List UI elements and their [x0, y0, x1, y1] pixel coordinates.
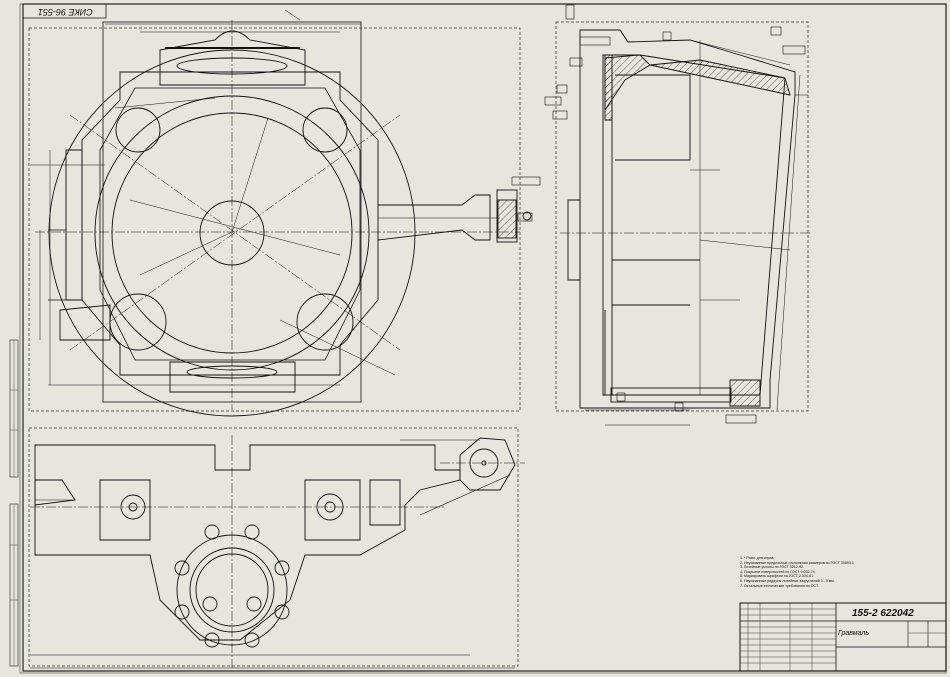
title-block	[739, 602, 947, 672]
document-number: 155-2 622042	[852, 608, 914, 619]
side-section-view	[544, 4, 810, 426]
note-line: 7. Остальные технические требования по О…	[740, 583, 819, 588]
note-line: 1. * Разм. для справ.	[740, 556, 775, 560]
note-line: 4. Покрытие поверхностей по ГОСТ 9.032-7…	[740, 569, 816, 574]
note-line: 2. Неуказанные предельные отклонения раз…	[740, 560, 855, 565]
sheet-frame	[9, 3, 947, 674]
stamp-code-label: СИКЕ 96-551	[38, 7, 93, 17]
note-line: 5. Маркировать шрифтом по ГОСТ 2.304-81.	[740, 574, 815, 579]
technical-notes: 1. * Разм. для справ. 2. Неуказанные пре…	[740, 556, 945, 588]
part-name: Гравмаль	[838, 630, 870, 637]
note-line: 3. Литейные уклоны по ГОСТ 3212-92.	[740, 565, 804, 570]
view-boundaries	[28, 21, 809, 667]
front-view	[30, 9, 541, 417]
note-line: 6. Неуказанные радиусы литейных закругле…	[740, 578, 835, 583]
bottom-view	[30, 435, 525, 669]
